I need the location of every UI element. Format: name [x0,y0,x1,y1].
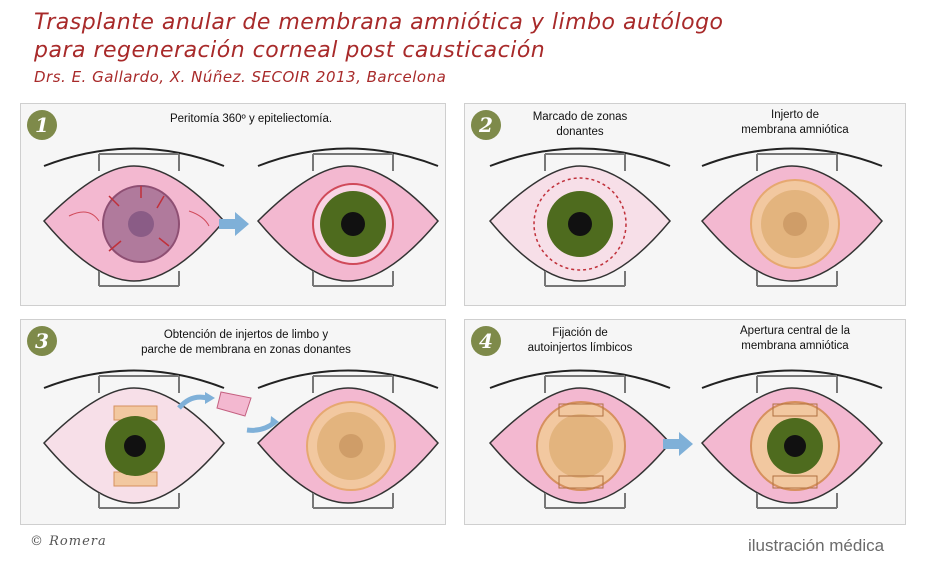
eye-illustration-1a [42,147,225,287]
caption-donor-marking: Marcado de zonas donantes [532,111,628,138]
eye-illustration-2a [488,147,671,287]
copyright-credit: © Romera [30,534,107,549]
eye-illustration-1b [256,147,439,287]
eye-illustration-4a [488,369,671,509]
step-badge-2: 2 [471,110,501,140]
caption-limbal-fixation: Fijación de autoinjertos límbicos [527,327,633,354]
panel-1: 1 Peritomía 360º y epiteliectomía. [20,103,446,306]
panel-2: 2 Marcado de zonas donantes Injerto de m… [464,103,906,306]
step-badge-1: 1 [27,110,57,140]
brand-logo-text: ilustración médica [748,536,885,555]
eye-illustration-3b [256,369,439,509]
eye-illustration-2b [700,147,883,287]
step-badge-3: 3 [27,326,57,356]
step-badge-4: 4 [471,326,501,356]
panel-3: 3 Obtención de injertos de limbo y parch… [20,319,446,525]
panel-4: 4 Fijación de autoinjertos límbicos Aper… [464,319,906,525]
eye-illustration-3a [42,369,225,509]
graft-transfer-arrow-icon [177,391,279,433]
caption-amniotic-graft: Injerto de membrana amniótica [741,109,849,136]
authors-line: Drs. E. Gallardo, X. Núñez. SECOIR 2013,… [34,68,447,86]
right-arrow-icon [663,432,693,456]
eye-illustration-4b [700,369,883,509]
title-line-1: Trasplante anular de membrana amniótica … [34,10,724,35]
title-line-2: para regeneración corneal post causticac… [34,38,546,63]
caption-peritomy: Peritomía 360º y epiteliectomía. [169,113,333,125]
caption-central-opening: Apertura central de la membrana amniótic… [740,325,850,352]
right-arrow-icon [219,212,249,236]
caption-limbal-harvest: Obtención de injertos de limbo y parche … [141,329,351,356]
